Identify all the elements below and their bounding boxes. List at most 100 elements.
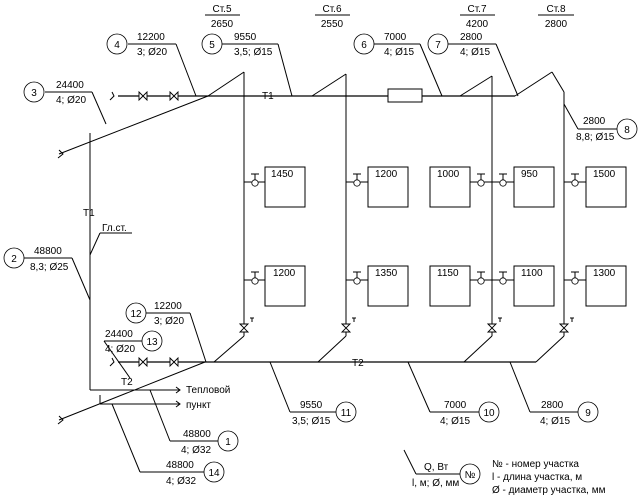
section-load: 48800 (34, 246, 62, 257)
radiator-load: 1450 (271, 169, 294, 180)
section-number: 8 (624, 125, 630, 136)
section-callout-6: 6 7000 4; Ø15 (353, 32, 443, 97)
section-load: 2800 (583, 116, 606, 127)
section-params: 4; Ø15 (460, 47, 490, 58)
radiator-load: 1100 (521, 268, 543, 279)
section-callout-10: 10 7000 4; Ø15 (407, 361, 500, 427)
riser-valves (238, 317, 574, 333)
riser-name: Ст.8 (546, 4, 565, 15)
main-riser-label: Гл.ст. (102, 223, 127, 234)
radiator-load: 1000 (437, 169, 460, 180)
section-params: 8,3; Ø25 (30, 262, 69, 273)
section-load: 9550 (234, 32, 257, 43)
section-number: 14 (208, 468, 220, 479)
section-callout-1: 1 48800 4; Ø32 (149, 389, 239, 456)
section-callout-14: 14 48800 4; Ø32 (111, 403, 225, 487)
section-number: 6 (361, 40, 367, 51)
section-params: 4; Ø20 (56, 95, 86, 106)
section-number: 3 (31, 88, 37, 99)
supply-riser-tops (207, 71, 553, 97)
riser-header-st6: Ст.6 2550 (315, 4, 350, 30)
legend-number: № (465, 470, 476, 481)
return-main: T2 (57, 357, 536, 425)
section-number: 12 (130, 309, 142, 320)
section-callout-4: 4 12200 3; Ø20 (106, 32, 197, 97)
supply-riser-label: T1 (83, 208, 95, 219)
section-load: 2800 (460, 32, 483, 43)
radiator-row-lower: 1200 1350 1150 1100 1300 (244, 265, 627, 307)
legend-load: Q, Вт (424, 462, 449, 473)
section-callout-11: 11 9550 3,5; Ø15 (269, 361, 357, 427)
return-main-label: T2 (352, 358, 364, 369)
heat-point-label-1: Тепловой (186, 385, 230, 396)
legend-line-2: l - длина участка, м (492, 472, 582, 483)
legend: № Q, Вт l, м; Ø, мм № - номер участка l … (403, 449, 606, 496)
supply-main-label: T1 (262, 91, 274, 102)
radiator-load: 1300 (593, 268, 616, 279)
section-number: 2 (11, 254, 17, 265)
section-callout-5: 5 9550 3,5; Ø15 (201, 32, 293, 97)
radiator-load: 1150 (437, 268, 459, 279)
riser-header-st8: Ст.8 2800 (538, 4, 574, 30)
riser-name: Ст.7 (467, 4, 486, 15)
return-riser-bottoms (213, 335, 565, 363)
section-load: 7000 (444, 400, 467, 411)
section-callout-2: 2 48800 8,3; Ø25 (3, 246, 91, 301)
section-number: 11 (341, 408, 352, 419)
section-load: 48800 (183, 429, 211, 440)
section-params: 4; Ø20 (105, 344, 135, 355)
section-number: 9 (585, 408, 591, 419)
section-load: 24400 (56, 80, 84, 91)
supply-valve-2 (169, 90, 179, 102)
riser-load: 2550 (321, 19, 344, 30)
section-callout-8: 8 2800 8,8; Ø15 (563, 103, 638, 143)
supply-main: T1 (57, 88, 515, 159)
radiator-load: 1200 (375, 169, 398, 180)
section-number: 1 (225, 437, 231, 448)
riser-name: Ст.6 (322, 4, 341, 15)
radiator-load: 1500 (593, 169, 616, 180)
section-callout-3: 3 24400 4; Ø20 (23, 80, 107, 125)
heat-point-label-2: пункт (186, 400, 211, 411)
riser-header-st5: Ст.5 2650 (205, 4, 240, 30)
section-number: 4 (114, 40, 120, 51)
section-params: 3; Ø20 (137, 47, 167, 58)
riser-header-st7: Ст.7 4200 (460, 4, 495, 30)
section-number: 5 (209, 40, 215, 51)
riser-load: 2650 (211, 19, 234, 30)
section-params: 4; Ø32 (181, 445, 211, 456)
section-load: 7000 (384, 32, 407, 43)
supply-valve-1 (138, 90, 148, 102)
return-valve-2 (169, 356, 179, 368)
section-params: 3,5; Ø15 (234, 47, 273, 58)
section-params: 4; Ø15 (384, 47, 414, 58)
section-load: 48800 (166, 460, 194, 471)
section-params: 4; Ø15 (440, 416, 470, 427)
section-params: 4; Ø32 (166, 476, 196, 487)
main-riser: Гл.ст. T1 T2 Тепловой пункт (83, 133, 230, 411)
section-params: 4; Ø15 (540, 416, 570, 427)
return-valve-1 (138, 356, 148, 368)
section-load: 24400 (105, 329, 133, 340)
section-callout-9: 9 2800 4; Ø15 (509, 361, 599, 427)
radiator-load: 1200 (273, 268, 296, 279)
legend-line-1: № - номер участка (492, 459, 579, 470)
section-callout-12: 12 12200 3; Ø20 (125, 301, 207, 363)
section-callout-13: 13 24400 4; Ø20 (103, 329, 163, 379)
section-load: 12200 (154, 301, 182, 312)
section-number: 13 (146, 337, 158, 348)
section-callout-7: 7 2800 4; Ø15 (427, 32, 519, 97)
section-number: 7 (435, 40, 441, 51)
risers (243, 71, 565, 336)
section-params: 8,8; Ø15 (576, 132, 615, 143)
air-collector (387, 88, 423, 103)
section-load: 9550 (300, 400, 323, 411)
legend-params: l, м; Ø, мм (412, 478, 459, 489)
section-load: 2800 (541, 400, 564, 411)
legend-line-3: Ø - диаметр участка, мм (492, 485, 606, 496)
riser-load: 2800 (545, 19, 568, 30)
radiator-load: 950 (521, 169, 538, 180)
section-number: 10 (483, 408, 495, 419)
return-riser-label: T2 (121, 377, 133, 388)
